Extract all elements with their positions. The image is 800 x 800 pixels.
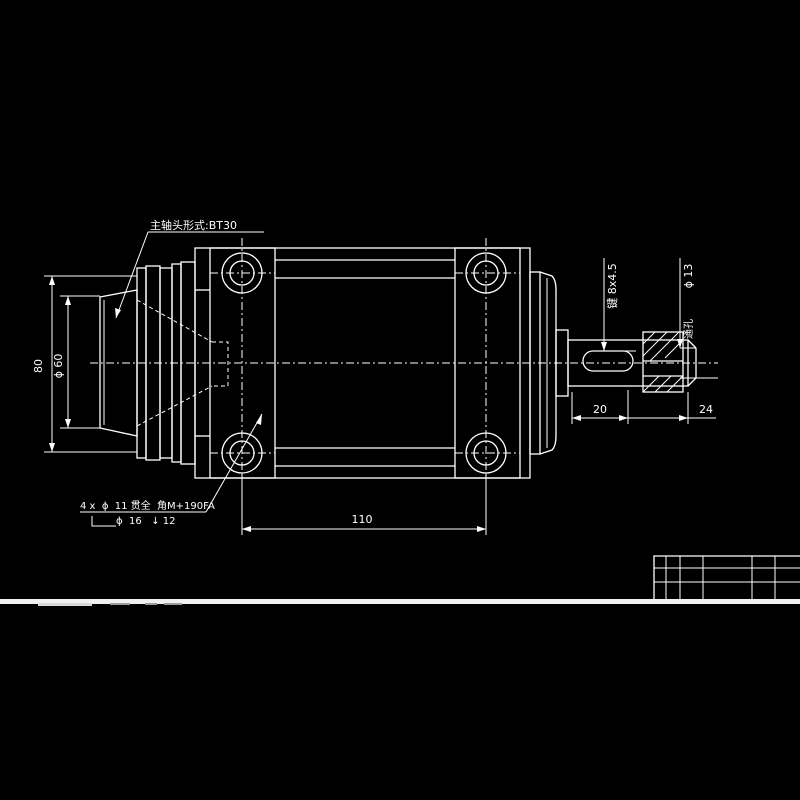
spindle-body [90,238,718,490]
shaft-chamfer-bottom [687,377,697,387]
dimension-shaft-end: 24 [628,392,716,424]
center-hole-label: 通孔 [683,319,695,339]
dimension-keyway: 键 8x4.5 [600,258,636,352]
dimension-shaft-dia: ϕ 13 通孔 [677,258,718,379]
hole-spec-line1: 4 x ϕ 11 贯全 角M+190FA [80,499,215,512]
bore-hidden-bottom [136,385,213,427]
dim-shaft-length-label: 20 [593,403,607,416]
callout-bolt-holes: 4 x ϕ 11 贯全 角M+190FA ϕ 16 ↓ 12 [80,413,263,527]
dimension-shaft-length: 20 [571,390,629,424]
center-hole-section [642,331,684,393]
title-block [653,555,800,600]
hole-spec-line2: ϕ 16 ↓ 12 [116,516,176,527]
dimension-outer-dia: 80 [32,275,137,453]
shaft-chamfer-top [687,339,697,349]
counterbore-symbol [91,516,116,527]
bore-hidden-top [136,299,213,343]
horizontal-scrollbar[interactable] [0,599,800,606]
dim-inner-dia-label: ϕ 60 [52,354,65,379]
dim-keyway-label: 键 8x4.5 [605,263,619,309]
center-hole-hatch [642,331,684,393]
dim-shaft-end-label: 24 [699,403,713,416]
dim-bolt-span-label: 110 [352,513,373,526]
scrollbar-thumb[interactable] [38,603,92,606]
spindle-type-label: 主轴头形式:BT30 [150,218,237,232]
bore-hidden-end [212,341,229,387]
dimension-inner-dia: ϕ 60 [52,295,100,429]
callout-spindle-type: 主轴头形式:BT30 [115,218,264,319]
dimension-bolt-span: 110 [241,474,487,535]
dim-shaft-dia-label: ϕ 13 [682,264,695,289]
dim-outer-dia-label: 80 [32,359,45,373]
